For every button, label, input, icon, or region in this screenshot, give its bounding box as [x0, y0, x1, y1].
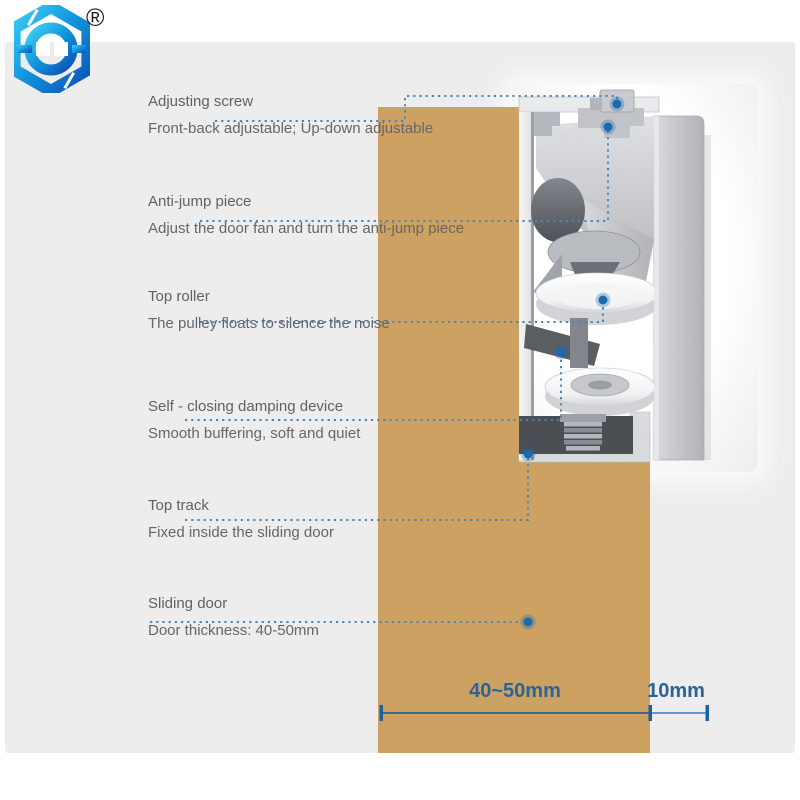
- logo-bar-right: [72, 45, 86, 53]
- adjusting-screw-head: [599, 89, 635, 113]
- logo-ring-gap-right: [54, 42, 68, 56]
- top-roller-face: [557, 283, 637, 309]
- annotation-anti-jump-piece: Anti-jump piece Adjust the door fan and …: [148, 193, 465, 238]
- door-width-dimension-label: 40~50mm: [469, 680, 561, 702]
- annotation-label: Self - closing damping device: [148, 398, 344, 415]
- annotation-description: Fixed inside the sliding door: [148, 524, 334, 541]
- adjusting-screw-nut: [590, 98, 602, 110]
- logo-bar-left: [18, 45, 32, 53]
- plate-edge-highlight: [654, 116, 659, 460]
- track-gap-dimension-label: 10mm: [647, 680, 705, 702]
- damper-post: [570, 318, 588, 368]
- sliding-door-lower-section: [378, 462, 650, 753]
- logo-ring-gap-left: [36, 42, 50, 56]
- logo-hexagon: [14, 5, 90, 93]
- annotation-label: Top roller: [148, 288, 210, 305]
- annotation-description: Adjust the door fan and turn the anti-ju…: [148, 220, 465, 237]
- sliding-door-upper-section: [378, 107, 519, 462]
- logo-slit-bottom: [63, 71, 75, 90]
- wall-mount-plate: [653, 115, 705, 461]
- annotation-description: The pulley floats to silence the noise: [148, 315, 390, 332]
- annotation-description: Smooth buffering, soft and quiet: [148, 425, 361, 442]
- annotation-description: Door thickness: 40-50mm: [148, 622, 319, 639]
- annotation-description: Front-back adjustable; Up-down adjustabl…: [148, 120, 434, 137]
- annotation-label: Sliding door: [148, 595, 228, 612]
- annotation-top-track: Top track Fixed inside the sliding door: [148, 497, 334, 542]
- annotation-label: Top track: [148, 497, 209, 514]
- annotation-label: Adjusting screw: [148, 93, 254, 110]
- annotation-adjusting-screw: Adjusting screw Front-back adjustable; U…: [148, 93, 434, 138]
- roller-hardware-photo: [518, 89, 711, 463]
- annotation-top-roller: Top roller The pulley floats to silence …: [148, 288, 390, 333]
- logo-slit-top: [27, 8, 39, 27]
- plate-shadow: [704, 135, 711, 460]
- middle-rail: [524, 324, 600, 366]
- annotation-sliding-door: Sliding door Door thickness: 40-50mm: [148, 595, 319, 640]
- track-left-wall-edge: [531, 112, 534, 460]
- registered-trademark: ®: [86, 4, 105, 32]
- bottom-roller-bearing: [588, 380, 612, 390]
- hexagon-brand-logo: [14, 5, 90, 93]
- annotation-damping-device: Self - closing damping device Smooth buf…: [148, 398, 361, 443]
- annotation-label: Anti-jump piece: [148, 193, 252, 210]
- screw-threads: [564, 422, 602, 451]
- track-left-wall: [519, 112, 533, 460]
- screw-washer: [560, 414, 606, 422]
